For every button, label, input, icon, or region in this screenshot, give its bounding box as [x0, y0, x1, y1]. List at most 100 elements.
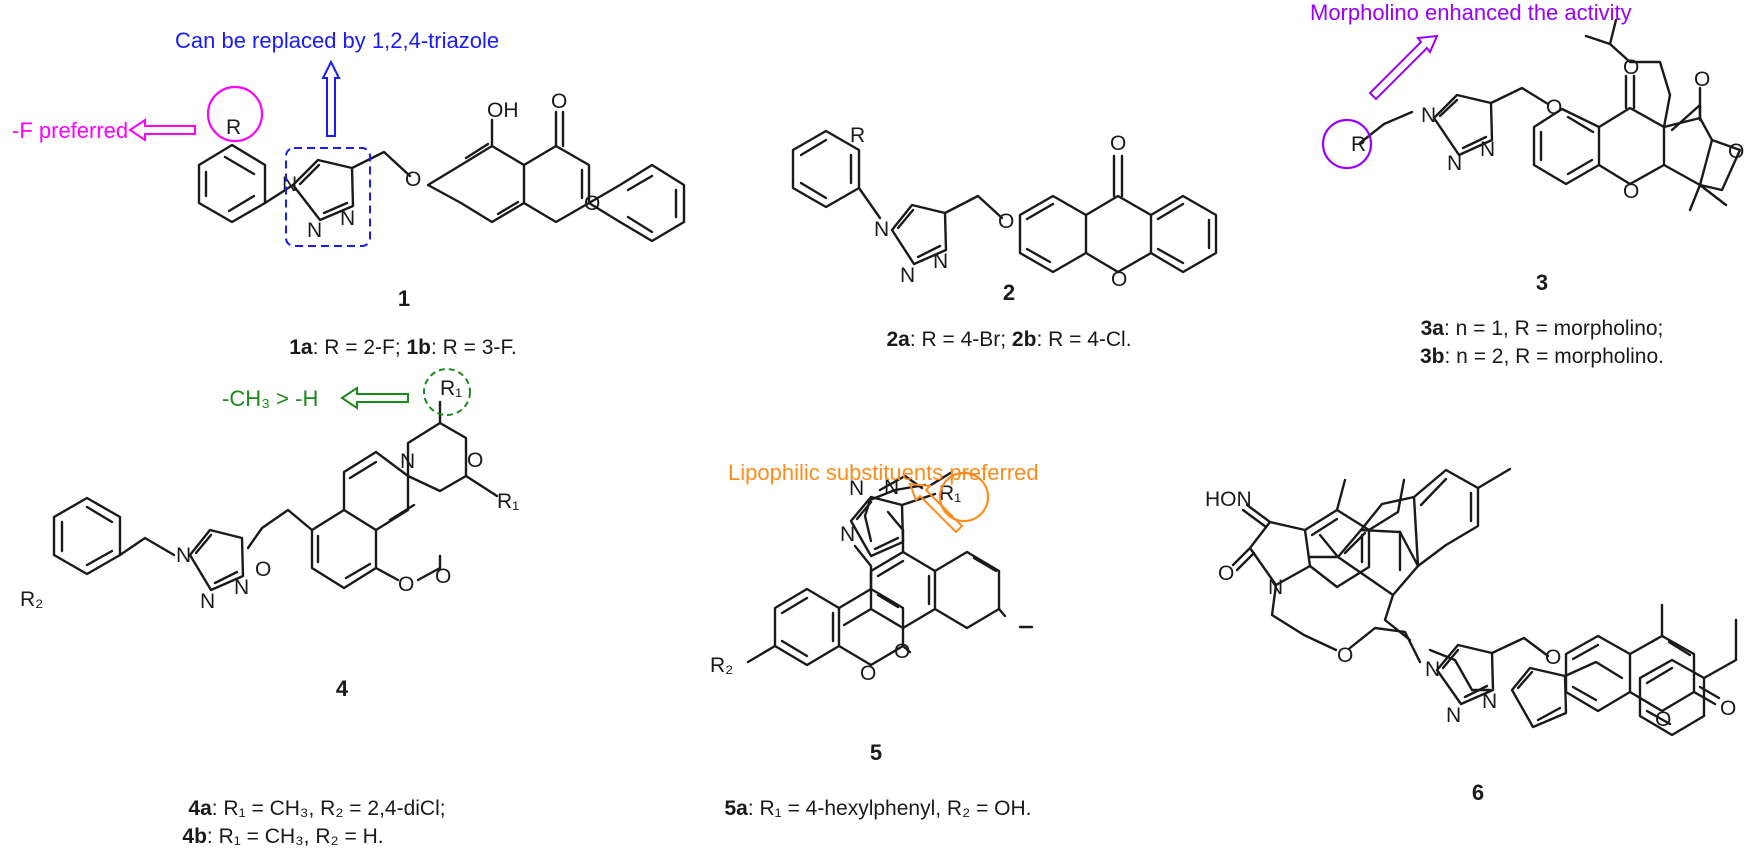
compound-3-caption-line1: 3a: n = 1, R = morpholino;	[1421, 317, 1664, 340]
compound-code: 2a	[886, 328, 910, 351]
compound-code: 1a	[289, 336, 313, 359]
caption-text: : R = 3-F.	[431, 336, 517, 359]
c1-fluoro-arrow	[128, 118, 196, 142]
compound-2-number: 2	[1003, 280, 1015, 305]
compound-2-caption: 2a: R = 4-Br; 2b: R = 4-Cl.	[886, 328, 1131, 351]
c1-n1-label: N	[282, 173, 297, 196]
caption-text: : R₁ = CH₃, R₂ = H.	[207, 825, 384, 848]
c1-triazole-annotation: Can be replaced by 1,2,4-triazole	[175, 28, 499, 53]
c1-triazole-highlight-box	[285, 147, 371, 247]
compound-6-structure	[1308, 467, 1738, 737]
compound-code: 1b	[407, 336, 432, 359]
c3-n1-label: N	[1421, 104, 1436, 127]
c3-r-highlight-circle	[1321, 118, 1373, 170]
c1-triazole-arrow	[321, 59, 341, 137]
compound-1-caption: 1a: R = 2-F; 1b: R = 3-F.	[289, 336, 517, 359]
compound-code: 2b	[1012, 328, 1037, 351]
c6-n3-label: N	[1482, 690, 1497, 713]
c3-r-label: R	[1351, 133, 1366, 156]
c4-r2-label: R₂	[20, 588, 43, 611]
c4-r1-bottom-label: R₁	[497, 490, 519, 513]
compound-5-number: 5	[870, 740, 882, 765]
c4-n3-label: N	[234, 576, 249, 599]
c4-n-label: N	[400, 450, 415, 473]
c2-ring-o-label: O	[1111, 268, 1127, 291]
c4-methyl-annotation: -CH₃ > -H	[222, 386, 318, 411]
c1-fluoro-annotation: -F preferred	[12, 118, 128, 143]
compound-code: 4b	[182, 825, 207, 848]
c6-ether-o-label: O	[1337, 644, 1353, 667]
caption-text: : R₁ = CH₃, R₂ = 2,4-diCl;	[212, 797, 446, 820]
c6-coumarin-carbonyl-o-label: O	[1720, 697, 1736, 720]
c2-ether-o-label: O	[998, 210, 1014, 233]
caption-text: : R = 2-F;	[313, 336, 407, 359]
c6-hon-label: HON	[1205, 488, 1252, 511]
compound-code: 3b	[1420, 345, 1445, 368]
compound-2-structure	[791, 129, 1218, 274]
c1-ring-o-label: O	[584, 192, 600, 215]
c6-n1-label: N	[1425, 658, 1440, 681]
compound-3-structure	[1358, 18, 1742, 212]
c1-ether-o-label: O	[405, 168, 421, 191]
c6-ether-o2-label: O	[1545, 646, 1561, 669]
compound-5-structure	[842, 470, 1034, 630]
c4-carbonyl-o-label: O	[435, 565, 451, 588]
compound-4-structure	[52, 400, 499, 592]
c3-n3-label: N	[1480, 138, 1495, 161]
c4-r1-top-label: R₁	[440, 377, 462, 400]
caption-text: : n = 1, R = morpholino;	[1444, 317, 1663, 340]
c5-n1-label: N	[840, 523, 855, 546]
c3-bridge-ketone-o-label: O	[1694, 68, 1710, 91]
compound-code: 3a	[1421, 317, 1445, 340]
compound-4-number: 4	[336, 676, 349, 701]
c1-n3-label: N	[340, 207, 355, 230]
c1-ketone-o-label: O	[551, 90, 567, 113]
c5-n3-label: N	[849, 477, 864, 500]
c2-n1-label: N	[874, 218, 889, 241]
c4-ether-o-label: O	[255, 558, 271, 581]
c2-ketone-o-label: O	[1110, 132, 1126, 155]
c6-n2-label: N	[1446, 704, 1461, 727]
c1-n2-label: N	[307, 219, 322, 242]
c4-n2-label: N	[200, 590, 215, 613]
c3-n2-label: N	[1447, 152, 1462, 175]
caption-text: : n = 2, R = morpholino.	[1445, 345, 1664, 368]
c5-lipophilic-annotation: Lipophilic substituents preferred	[728, 460, 1039, 485]
c4-ring-o-label: O	[467, 449, 483, 472]
compound-5-core	[746, 492, 937, 667]
c1-r-highlight-circle	[206, 85, 264, 143]
c6-indole-n-label: N	[1268, 576, 1283, 599]
compound-6-core	[1231, 478, 1721, 713]
c6-carbonyl-o-label: O	[1218, 562, 1234, 585]
c3-ketone-o-label: O	[1623, 56, 1639, 79]
c3-ether-o-label: O	[1546, 96, 1562, 119]
c5-r1-label: R₁	[939, 482, 961, 505]
c5-lipophilic-arrow	[908, 482, 964, 534]
c4-r1-highlight-circle	[423, 368, 471, 416]
compound-3-caption-line2: 3b: n = 2, R = morpholino.	[1420, 345, 1664, 368]
compound-code: 4a	[188, 797, 212, 820]
c3-bridge-o-label: O	[1728, 140, 1744, 163]
c5-r1-highlight-circle	[938, 471, 990, 523]
c5-r2-label: R₂	[710, 654, 733, 677]
compound-6-number: 6	[1472, 780, 1484, 805]
c5-n2-label: N	[884, 476, 899, 499]
c2-n3-label: N	[933, 250, 948, 273]
compound-5-caption: 5a: R₁ = 4-hexylphenyl, R₂ = OH.	[724, 797, 1031, 820]
compound-4-caption-line2: 4b: R₁ = CH₃, R₂ = H.	[182, 825, 383, 848]
c2-n2-label: N	[900, 264, 915, 287]
c1-oh-label: OH	[487, 99, 519, 122]
c4-methyl-arrow	[340, 386, 409, 410]
caption-text: : R = 4-Cl.	[1036, 328, 1131, 351]
compound-1-structure	[197, 110, 686, 243]
c1-r-label: R	[226, 116, 241, 139]
c3-morpholino-annotation: Morpholino enhanced the activity	[1310, 0, 1632, 25]
caption-text: : R₁ = 4-hexylphenyl, R₂ = OH.	[748, 797, 1032, 820]
caption-text: : R = 4-Br;	[910, 328, 1012, 351]
c4-n1-label: N	[176, 544, 191, 567]
c5-carbonyl-o-label: O	[894, 640, 910, 663]
c3-morpholino-arrow	[1368, 34, 1439, 101]
c6-lactone-o-label: O	[1655, 708, 1671, 731]
c5-lactone-o-label: O	[860, 662, 876, 685]
